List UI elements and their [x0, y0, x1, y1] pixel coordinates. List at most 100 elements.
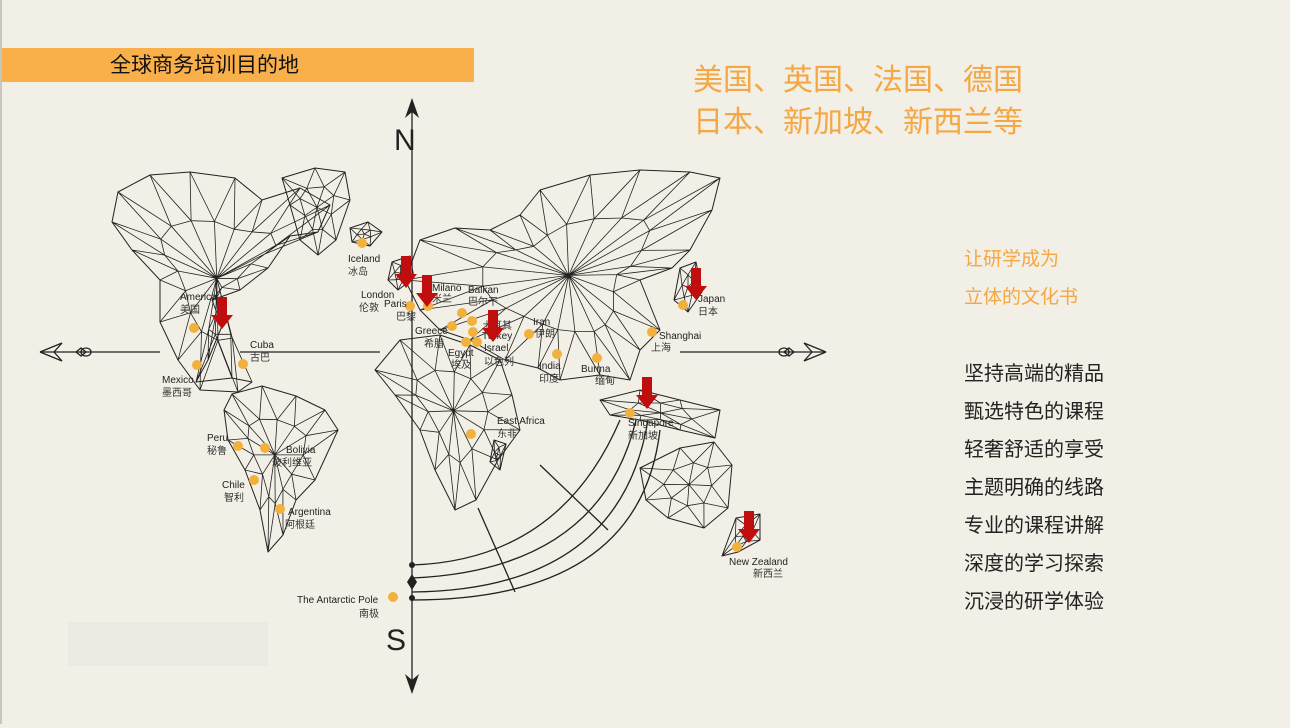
location-marker — [192, 360, 202, 370]
location-markers — [189, 238, 742, 602]
place-name-en: America — [180, 292, 217, 303]
place-name-en: Burma — [581, 364, 611, 375]
location-marker — [447, 321, 457, 331]
place-name-en: Milano — [432, 283, 462, 294]
continent-mesh — [111, 167, 761, 557]
compass-diamonds — [405, 98, 419, 694]
destination-arrow-icon — [395, 256, 417, 288]
place-name-en: Israel — [484, 343, 508, 354]
place-name-en: Iceland — [348, 254, 380, 265]
place-name-en: Japan — [698, 294, 725, 305]
continent-mesh-africa — [374, 334, 521, 511]
destination-arrows — [211, 256, 760, 543]
continent-south-america — [223, 385, 339, 553]
place-name-zh: 新加坡 — [628, 429, 658, 442]
feature-item: 沉浸的研学体验 — [964, 589, 1104, 613]
place-name-zh: 冰岛 — [348, 265, 368, 278]
place-name-en: Cuba — [250, 340, 274, 351]
feature-item: 甄选特色的课程 — [964, 399, 1104, 423]
feature-item: 专业的课程讲解 — [964, 513, 1104, 537]
location-marker — [552, 349, 562, 359]
countries-line-2: 日本、新加坡、新西兰等 — [693, 105, 1023, 140]
place-name-zh: 印度 — [539, 372, 559, 385]
place-name-en: Balkan — [468, 285, 499, 296]
location-marker — [524, 329, 534, 339]
location-marker — [732, 542, 742, 552]
place-name-en: Paris — [384, 299, 407, 310]
location-marker — [260, 443, 270, 453]
place-name-zh: 上海 — [651, 341, 671, 354]
location-marker — [388, 592, 398, 602]
feature-item: 轻奢舒适的享受 — [964, 437, 1104, 461]
location-marker — [461, 337, 471, 347]
destination-countries: 美国、英国、法国、德国 日本、新加坡、新西兰等 — [668, 60, 1048, 144]
location-marker — [189, 323, 199, 333]
location-marker — [592, 353, 602, 363]
location-marker — [466, 429, 476, 439]
place-name-zh: 希腊 — [424, 337, 444, 350]
feature-item: 主题明确的线路 — [964, 475, 1104, 499]
destination-arrow-icon — [211, 297, 233, 329]
place-name-en: Argentina — [288, 507, 331, 518]
place-name-en: New Zealand — [729, 557, 788, 568]
location-marker — [238, 359, 248, 369]
place-name-zh: 巴黎 — [396, 310, 416, 323]
feature-item: 坚持高端的精品 — [964, 361, 1104, 385]
place-name-zh: 新西兰 — [753, 567, 783, 580]
place-name-en: London — [361, 290, 394, 301]
place-name-zh: 秘鲁 — [207, 444, 227, 457]
continent-mesh-north-america — [111, 171, 331, 393]
place-name-zh: 巴尔干 — [468, 295, 498, 308]
compass-south-label: S — [386, 624, 406, 657]
feature-item: 深度的学习探索 — [964, 551, 1104, 575]
destination-arrow-icon — [482, 310, 504, 342]
location-marker — [468, 327, 478, 337]
continent-mesh-indonesia — [599, 389, 721, 439]
continent-africa — [374, 334, 521, 511]
place-name-zh: 玻利维亚 — [272, 456, 312, 469]
place-name-en: Egypt — [448, 348, 474, 359]
compass-lines — [39, 102, 827, 690]
location-marker — [249, 475, 259, 485]
title-bar: 全球商务培训目的地 — [2, 48, 474, 82]
place-name-en: Mexico — [162, 375, 194, 386]
faded-patch — [68, 622, 268, 666]
tagline-line-2: 立体的文化书 — [964, 286, 1079, 308]
destination-arrow-icon — [685, 268, 707, 300]
location-marker — [405, 301, 415, 311]
place-name-en: Bolivia — [286, 445, 316, 456]
place-name-zh: 伊朗 — [535, 328, 555, 340]
continent-mesh-south-america — [223, 385, 339, 553]
continent-japan — [673, 261, 703, 313]
place-name-zh: 阿根廷 — [285, 518, 315, 531]
feature-list: 坚持高端的精品 甄选特色的课程 轻奢舒适的享受 主题明确的线路 专业的课程讲解 … — [964, 354, 1104, 620]
place-name-zh: 米兰 — [432, 292, 452, 305]
compass-north-label: N — [394, 124, 416, 157]
place-name-zh: 埃及 — [451, 358, 471, 371]
continent-mesh-iceland — [349, 221, 383, 247]
location-marker — [457, 308, 467, 318]
page-left-edge — [0, 0, 2, 724]
place-name-en: India — [539, 361, 561, 372]
place-name-en: The Antarctic Pole — [297, 595, 379, 606]
destination-arrow-icon — [636, 377, 658, 409]
destination-arrow-icon — [738, 511, 760, 543]
location-marker — [275, 504, 285, 514]
place-name-en: East Africa — [497, 416, 545, 427]
continent-iceland — [349, 221, 383, 247]
continent-mesh-australia — [639, 441, 733, 529]
place-name-en: Chile — [222, 480, 245, 491]
tagline: 让研学成为 立体的文化书 — [964, 240, 1078, 316]
continent-mesh-greenland — [281, 167, 351, 256]
place-name-en: Peru — [207, 433, 228, 444]
place-name-zh: 伦敦 — [359, 301, 379, 314]
place-name-zh: 以色列 — [484, 355, 514, 368]
page-title: 全球商务培训目的地 — [110, 53, 299, 77]
place-name-zh: 日本 — [698, 305, 718, 318]
place-name-zh: 南极 — [359, 607, 379, 620]
place-name-en: Singapore — [628, 418, 674, 429]
place-name-en: Shanghai — [659, 331, 701, 342]
